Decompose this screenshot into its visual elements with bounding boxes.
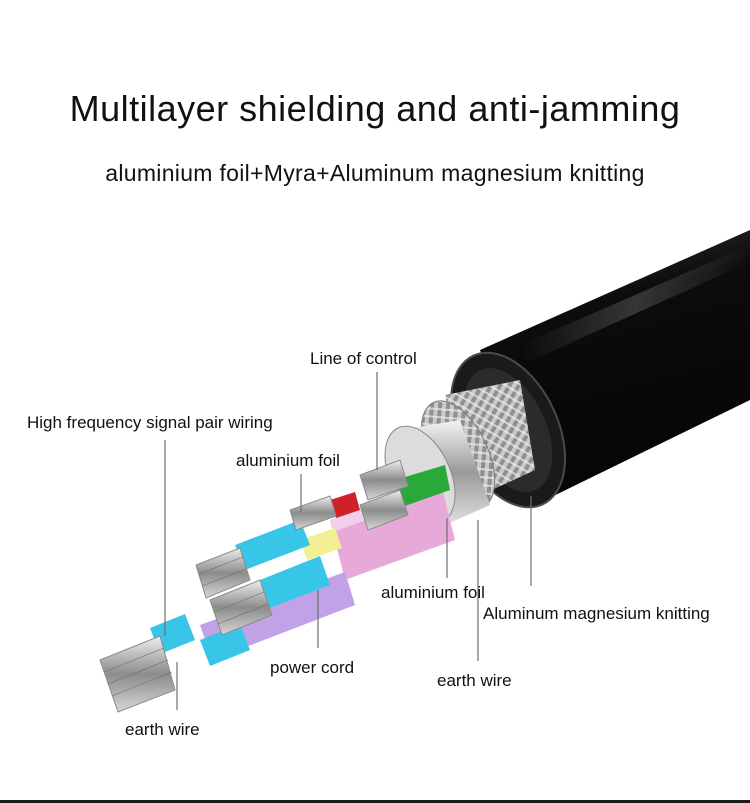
label-line-of-control: Line of control bbox=[310, 349, 417, 368]
cyan-wire-lower bbox=[200, 624, 250, 666]
label-power-cord: power cord bbox=[270, 658, 355, 677]
label-high-frequency-signal-pair: High frequency signal pair wiring bbox=[27, 413, 273, 432]
label-aluminium-foil-bottom: aluminium foil bbox=[381, 583, 485, 602]
stripped-conductors bbox=[99, 459, 409, 713]
cyan-wire-upper bbox=[235, 520, 310, 570]
page-title: Multilayer shielding and anti-jamming bbox=[69, 88, 681, 129]
page-subtitle: aluminium foil+Myra+Aluminum magnesium k… bbox=[105, 160, 645, 186]
label-earth-wire-left: earth wire bbox=[125, 720, 200, 739]
label-aluminium-foil-top: aluminium foil bbox=[236, 451, 340, 470]
green-wire bbox=[395, 465, 450, 507]
leader-lines bbox=[164, 372, 532, 710]
label-earth-wire-right: earth wire bbox=[437, 671, 512, 690]
yellow-wire bbox=[300, 528, 342, 560]
bottom-divider bbox=[0, 800, 750, 803]
label-aluminum-magnesium-knitting: Aluminum magnesium knitting bbox=[483, 604, 710, 623]
cyan-wire-middle bbox=[260, 556, 330, 608]
red-wire bbox=[330, 492, 360, 518]
